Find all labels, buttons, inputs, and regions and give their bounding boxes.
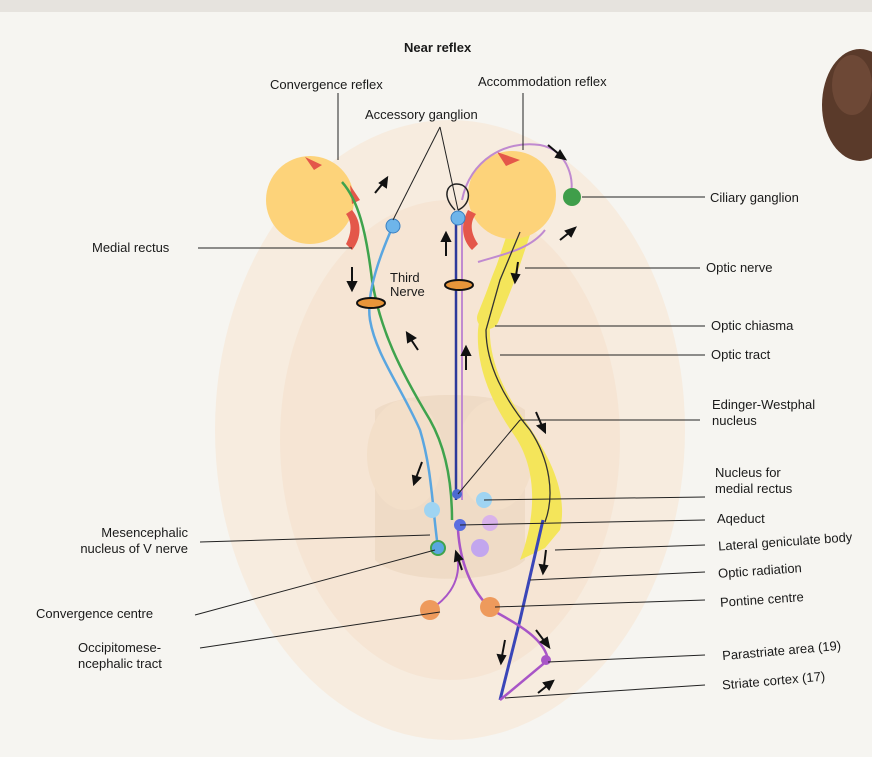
ciliary-ganglion bbox=[563, 188, 581, 206]
label-optic-tract: Optic tract bbox=[711, 347, 770, 363]
label-ciliary-ganglion: Ciliary ganglion bbox=[710, 190, 799, 206]
nucleus-3 bbox=[482, 515, 498, 531]
diagram-title: Near reflex bbox=[404, 40, 471, 56]
thumb-highlight bbox=[832, 55, 872, 115]
label-occipito-1: Occipitomese- bbox=[78, 640, 161, 656]
nucleus-1 bbox=[424, 502, 440, 518]
label-convergence-centre: Convergence centre bbox=[36, 606, 153, 622]
label-medial-rectus: Medial rectus bbox=[92, 240, 169, 256]
label-mesencephalic-1: Mesencephalic bbox=[40, 525, 188, 541]
page-shadow bbox=[0, 0, 872, 12]
label-aqeduct: Aqeduct bbox=[717, 511, 765, 527]
left-eye bbox=[266, 156, 354, 244]
label-convergence-reflex: Convergence reflex bbox=[270, 77, 383, 93]
mesencephalic-nucleus bbox=[431, 541, 445, 555]
label-accommodation-reflex: Accommodation reflex bbox=[478, 74, 607, 90]
pontine-left bbox=[420, 600, 440, 620]
label-accessory-ganglion: Accessory ganglion bbox=[365, 107, 478, 123]
label-edinger-1: Edinger-Westphal bbox=[712, 397, 815, 413]
parastriate-point bbox=[541, 655, 551, 665]
left-third-nerve-ring bbox=[357, 298, 385, 308]
label-edinger-2: nucleus bbox=[712, 413, 757, 429]
label-mesencephalic-2: nucleus of V nerve bbox=[40, 541, 188, 557]
nucleus-4 bbox=[471, 539, 489, 557]
label-third-nerve-2: Nerve bbox=[390, 284, 425, 300]
right-third-nerve-ring bbox=[445, 280, 473, 290]
label-optic-chiasma: Optic chiasma bbox=[711, 318, 793, 334]
right-accessory-ganglion bbox=[451, 211, 465, 225]
label-optic-nerve: Optic nerve bbox=[706, 260, 772, 276]
left-accessory-ganglion bbox=[386, 219, 400, 233]
label-occipito-2: ncephalic tract bbox=[78, 656, 162, 672]
label-nucleus-mr-2: medial rectus bbox=[715, 481, 792, 497]
label-nucleus-mr-1: Nucleus for bbox=[715, 465, 781, 481]
